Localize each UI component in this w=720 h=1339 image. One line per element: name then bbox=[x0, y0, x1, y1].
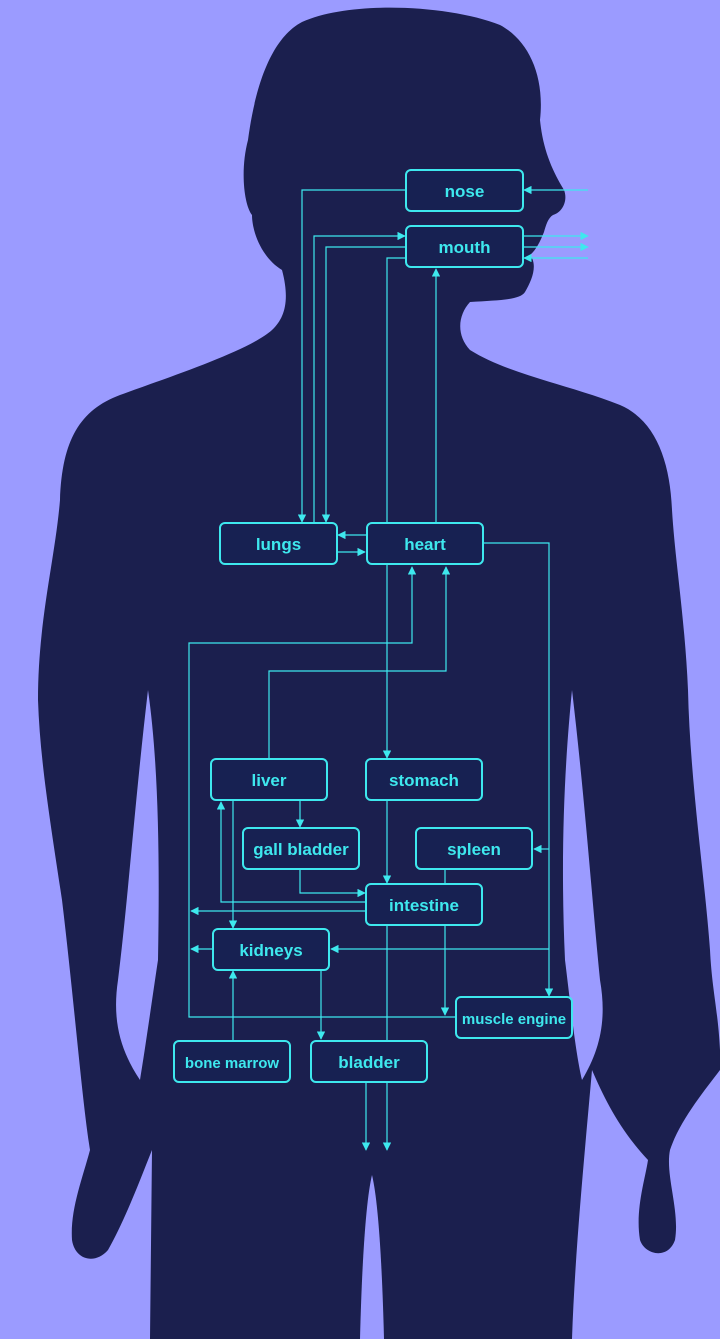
human-silhouette bbox=[38, 8, 720, 1339]
node-intestine: intestine bbox=[366, 884, 482, 925]
node-mouth-label: mouth bbox=[439, 238, 491, 257]
node-bladder: bladder bbox=[311, 1041, 427, 1082]
node-heart: heart bbox=[367, 523, 483, 564]
node-nose: nose bbox=[406, 170, 523, 211]
node-heart-label: heart bbox=[404, 535, 446, 554]
node-bone-marrow-label: bone marrow bbox=[185, 1055, 280, 1072]
node-muscle-engine: muscle engine bbox=[456, 997, 572, 1038]
node-stomach: stomach bbox=[366, 759, 482, 800]
node-kidneys-label: kidneys bbox=[239, 941, 302, 960]
node-gall-bladder-label: gall bladder bbox=[253, 840, 349, 859]
node-lungs: lungs bbox=[220, 523, 337, 564]
node-liver-label: liver bbox=[252, 771, 287, 790]
node-bladder-label: bladder bbox=[338, 1053, 400, 1072]
node-mouth: mouth bbox=[406, 226, 523, 267]
node-nose-label: nose bbox=[445, 182, 485, 201]
node-stomach-label: stomach bbox=[389, 771, 459, 790]
node-muscle-engine-label: muscle engine bbox=[462, 1011, 566, 1028]
node-lungs-label: lungs bbox=[256, 535, 301, 554]
node-spleen: spleen bbox=[416, 828, 532, 869]
node-bone-marrow: bone marrow bbox=[174, 1041, 290, 1082]
node-intestine-label: intestine bbox=[389, 896, 459, 915]
node-kidneys: kidneys bbox=[213, 929, 329, 970]
node-gall-bladder: gall bladder bbox=[243, 828, 359, 869]
node-spleen-label: spleen bbox=[447, 840, 501, 859]
node-liver: liver bbox=[211, 759, 327, 800]
